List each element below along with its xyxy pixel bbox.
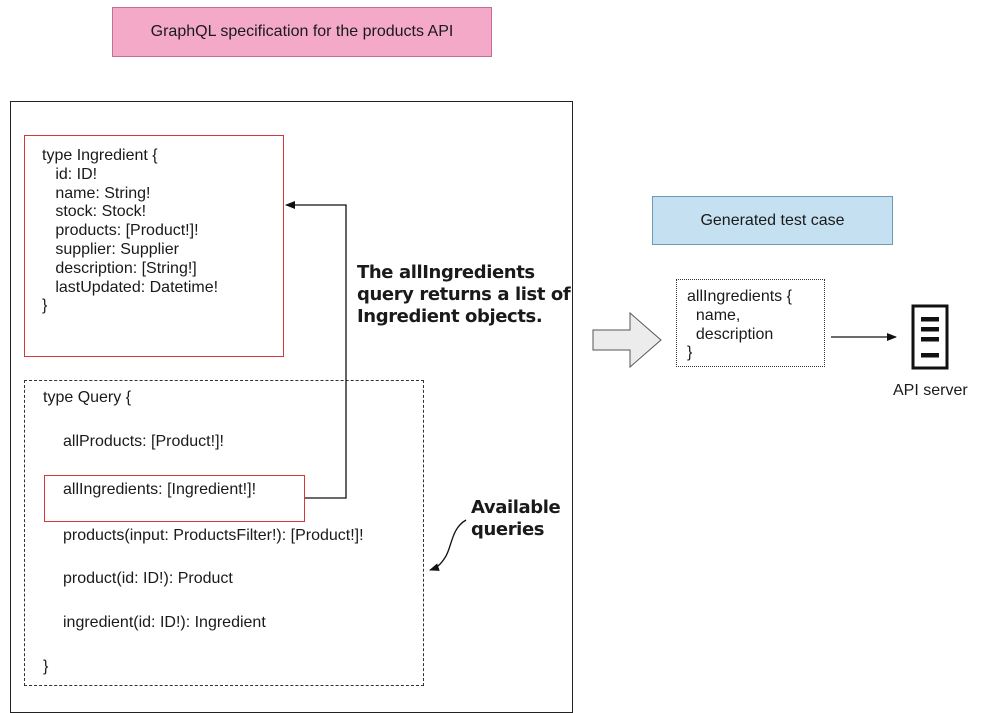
ingredient-type-code: type Ingredient { id: ID! name: String! … [42, 147, 219, 315]
available-queries-annotation: Available queries [471, 497, 561, 540]
query-field-allproducts: allProducts: [Product!]! [63, 433, 224, 450]
query-field-allingredients: allIngredients: [Ingredient!]! [63, 481, 257, 498]
test-case-code: allIngredients { name, description } [687, 288, 792, 362]
query-type-block [24, 380, 424, 686]
query-field-product: product(id: ID!): Product [63, 570, 233, 587]
query-field-ingredient: ingredient(id: ID!): Ingredient [63, 614, 266, 631]
api-server-label: API server [893, 382, 968, 399]
ingredient-type-block: type Ingredient { id: ID! name: String! … [24, 135, 284, 357]
query-type-open: type Query { [43, 389, 132, 406]
query-type-close: } [43, 658, 49, 675]
available-queries-curved-arrow [429, 519, 467, 571]
server-icon [911, 304, 949, 370]
returns-annotation: The allIngredients query returns a list … [357, 262, 571, 327]
allingredients-highlight [44, 475, 305, 522]
test-case-block: allIngredients { name, description } [676, 279, 825, 367]
flow-arrow-icon [592, 311, 662, 369]
spec-title: GraphQL specification for the products A… [112, 7, 492, 57]
returns-connector-arrow [285, 201, 347, 499]
generated-test-case-label: Generated test case [652, 196, 893, 245]
query-field-products: products(input: ProductsFilter!): [Produ… [63, 527, 364, 544]
